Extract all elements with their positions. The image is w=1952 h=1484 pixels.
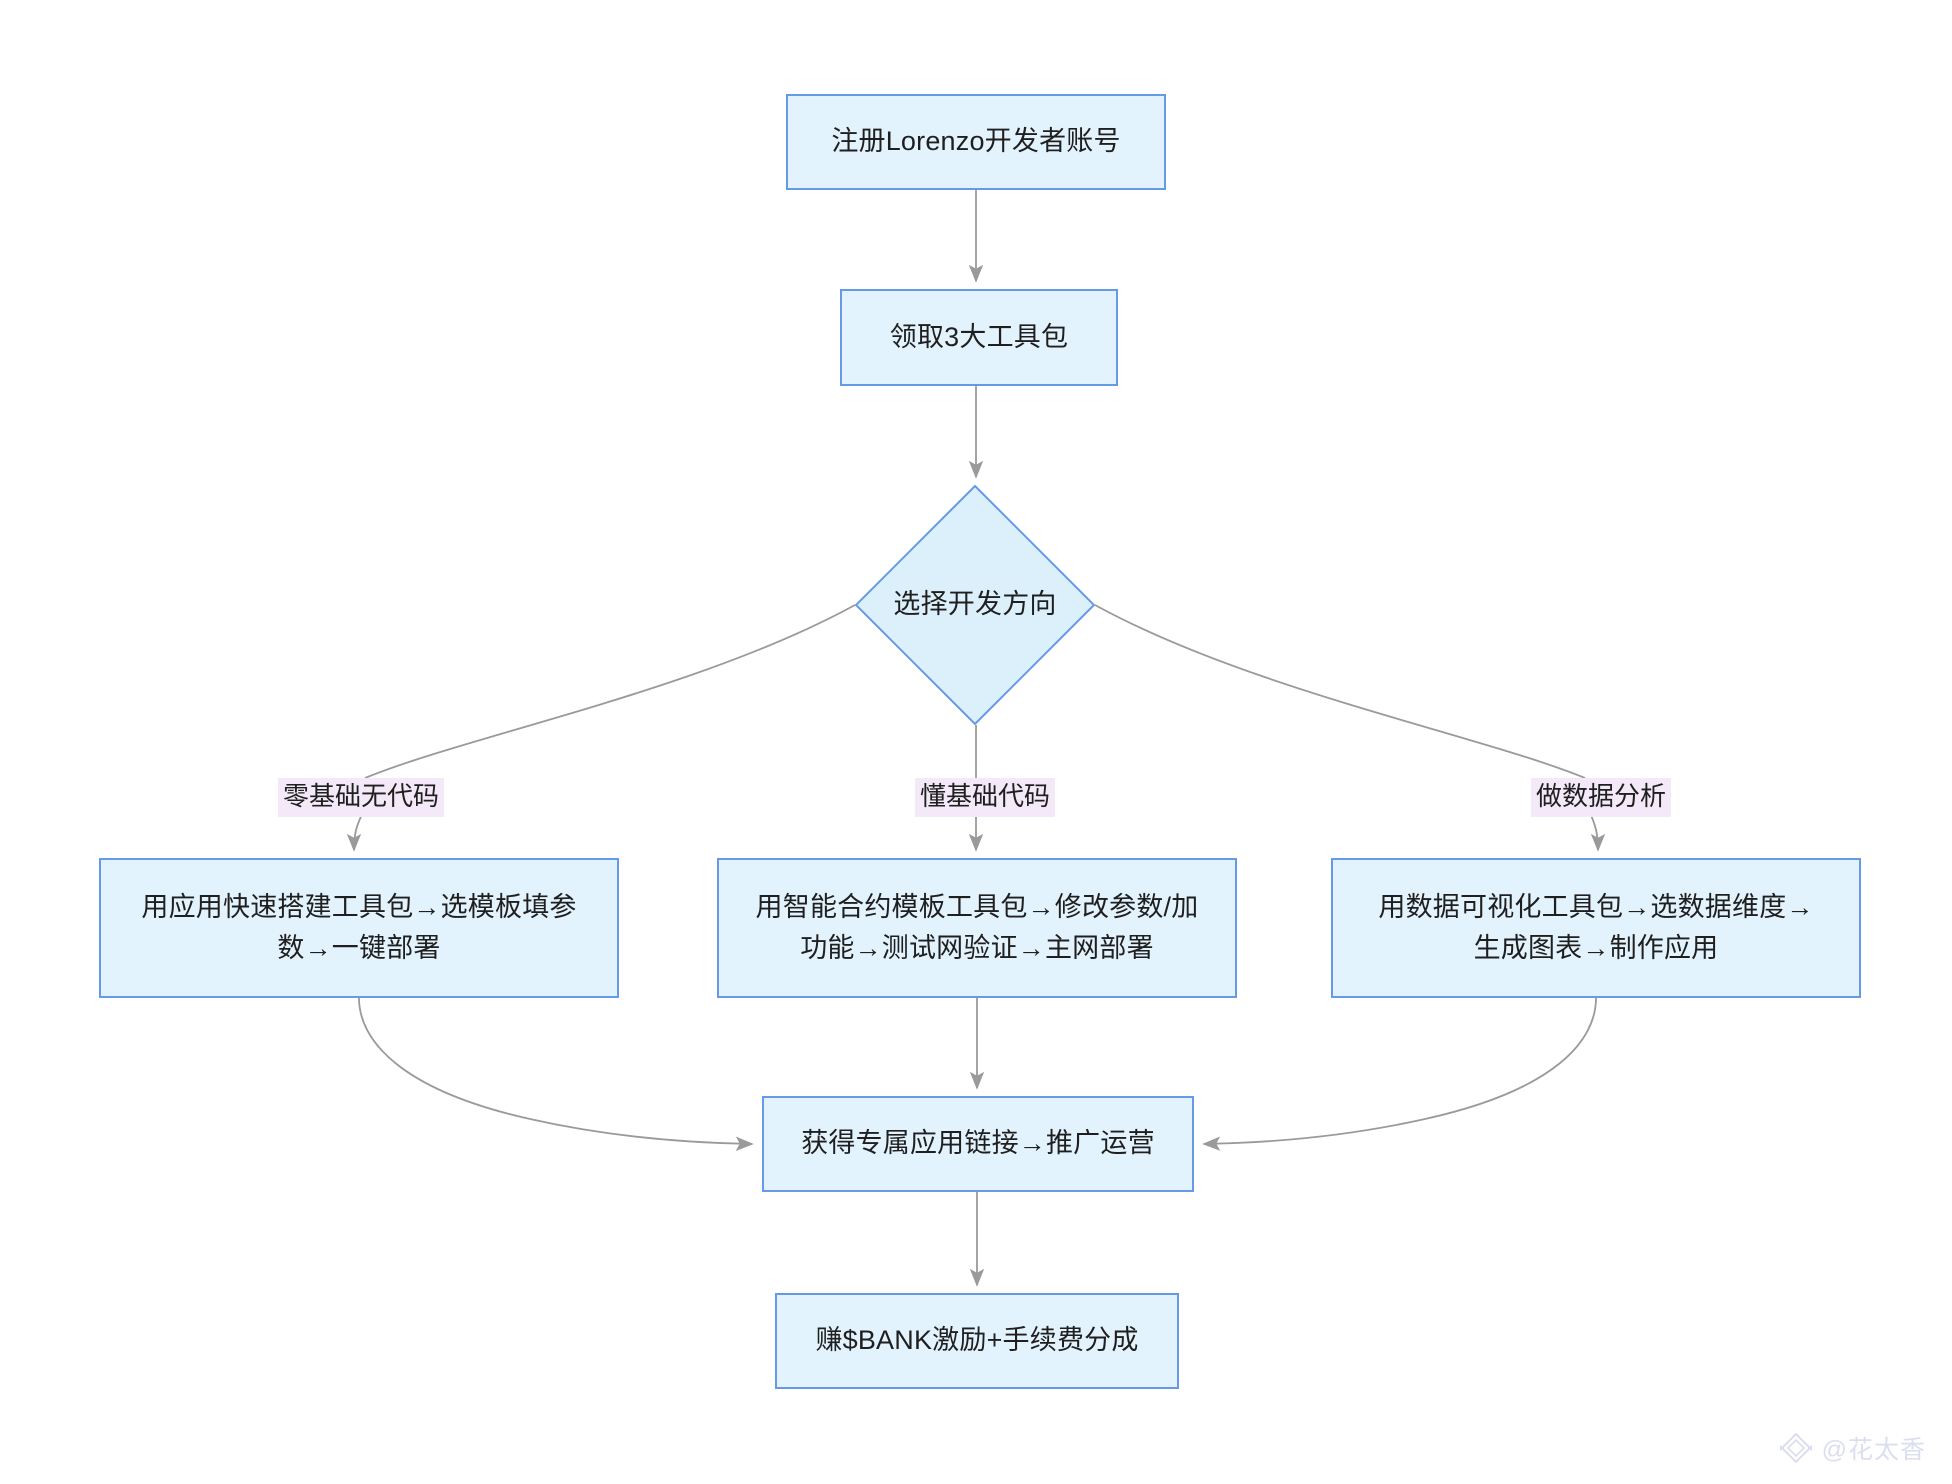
watermark-handle: @花太香 xyxy=(1821,1436,1926,1464)
node-contract-label: 用智能合约模板工具包→修改参数/加 功能→测试网验证→主网部署 xyxy=(755,891,1199,963)
edge-label-dataviz: 做数据分析 xyxy=(1531,778,1672,817)
edge-dataviz-to-applink xyxy=(1202,997,1597,1151)
node-register[interactable]: 注册Lorenzo开发者账号 xyxy=(786,94,1166,190)
edge-label-nocode: 零基础无代码 xyxy=(278,778,445,817)
node-toolkits-label: 领取3大工具包 xyxy=(889,321,1069,352)
node-earn-label: 赚$BANK激励+手续费分成 xyxy=(815,1325,1139,1356)
edge-choose-to-dataviz xyxy=(1094,604,1606,852)
node-choose-label: 选择开发方向 xyxy=(893,589,1057,620)
diamond-shape-icon xyxy=(855,485,1095,725)
node-nocode-path[interactable]: 用应用快速搭建工具包→选模板填参 数→一键部署 xyxy=(99,858,619,998)
edge-label-contract: 懂基础代码 xyxy=(915,778,1056,817)
node-choose-decision[interactable]: 选择开发方向 xyxy=(855,485,1095,725)
node-app-link[interactable]: 获得专属应用链接→推广运营 xyxy=(762,1096,1194,1192)
node-nocode-label: 用应用快速搭建工具包→选模板填参 数→一键部署 xyxy=(141,891,577,963)
node-dataviz-label: 用数据可视化工具包→选数据维度→ 生成图表→制作应用 xyxy=(1378,891,1814,963)
node-app-link-label: 获得专属应用链接→推广运营 xyxy=(801,1128,1155,1159)
node-register-label: 注册Lorenzo开发者账号 xyxy=(831,126,1121,157)
edge-nocode-to-applink xyxy=(358,997,754,1151)
node-toolkits[interactable]: 领取3大工具包 xyxy=(840,289,1118,386)
node-dataviz-path[interactable]: 用数据可视化工具包→选数据维度→ 生成图表→制作应用 xyxy=(1331,858,1861,998)
node-contract-path[interactable]: 用智能合约模板工具包→修改参数/加 功能→测试网验证→主网部署 xyxy=(717,858,1237,998)
diamond-logo-icon xyxy=(1779,1432,1812,1464)
node-earn-rewards[interactable]: 赚$BANK激励+手续费分成 xyxy=(775,1293,1179,1389)
watermark: @花太香 xyxy=(1779,1430,1926,1466)
